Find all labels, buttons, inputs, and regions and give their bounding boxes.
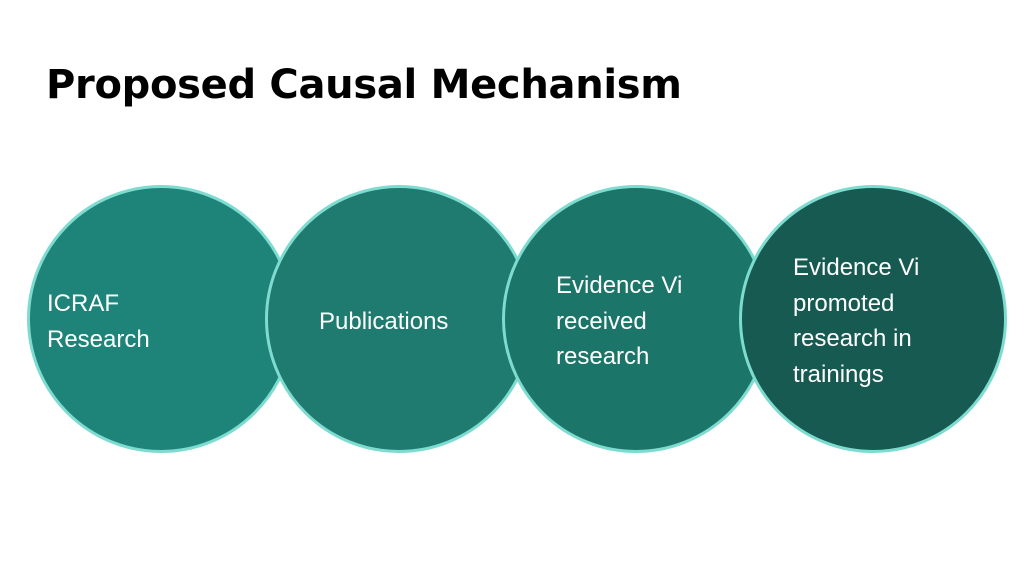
page-title: Proposed Causal Mechanism <box>46 62 682 108</box>
step-circle-evidence-promoted: Evidence Vi promoted research in trainin… <box>739 185 1007 453</box>
step-label: Evidence Vi promoted research in trainin… <box>793 250 919 392</box>
step-label: Publications <box>319 304 448 340</box>
step-label-line: promoted <box>793 289 895 317</box>
step-label-line: Publications <box>319 308 449 335</box>
step-label-line: Evidence Vi <box>556 272 683 299</box>
step-circle-publications: Publications <box>265 185 533 453</box>
step-label: Evidence Vi received research <box>556 268 682 375</box>
step-label-line: trainings <box>793 360 884 388</box>
step-label-line: received <box>556 307 647 335</box>
step-label-line: research <box>556 343 650 370</box>
step-label-line: ICRAF <box>47 290 119 317</box>
step-circle-evidence-received: Evidence Vi received research <box>502 185 770 453</box>
step-circle-icraf-research: ICRAF Research <box>27 185 295 453</box>
step-label: ICRAF Research <box>47 286 150 357</box>
step-label-line: Research <box>47 325 150 353</box>
step-label-line: Evidence Vi <box>793 254 920 281</box>
step-label-line: research in <box>793 325 912 352</box>
